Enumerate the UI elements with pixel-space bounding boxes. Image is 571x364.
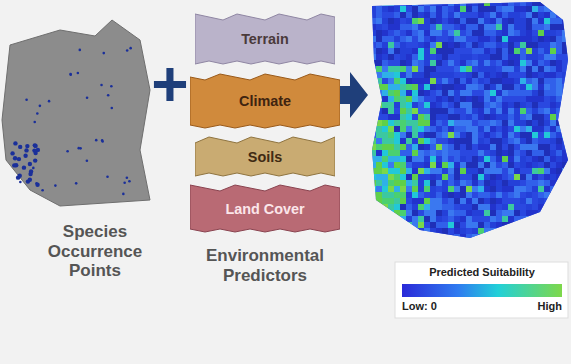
occurrence-dot — [123, 181, 126, 184]
occurrence-dot — [101, 140, 104, 143]
occurrence-dot — [32, 167, 35, 170]
occurrence-points — [10, 47, 132, 195]
occurrence-dot — [29, 169, 33, 173]
arrow — [336, 72, 368, 118]
occurrence-dot — [95, 139, 98, 142]
occurrence-dot — [54, 184, 57, 187]
occurrence-dot — [33, 158, 37, 162]
occurrence-dot — [75, 182, 78, 185]
occurrence-dot — [106, 175, 109, 178]
occurrence-dot — [22, 165, 26, 169]
occurrence-dot — [33, 144, 37, 148]
predictor-layer: Terrain — [195, 10, 335, 68]
occurrence-dot — [48, 100, 51, 103]
predictor-layer: Soils — [195, 133, 335, 180]
layer-name: Terrain — [195, 10, 335, 68]
occurrence-dot — [13, 141, 17, 145]
suitability-map — [370, 0, 571, 246]
occurrence-dot — [86, 96, 89, 99]
occurrence-dot — [25, 99, 28, 102]
occurrence-dot — [102, 52, 105, 55]
occurrence-dot — [86, 159, 89, 162]
layer-name: Soils — [195, 133, 335, 180]
occurrence-dot — [28, 162, 32, 166]
occurrence-dot — [25, 144, 29, 148]
occurrence-dot — [110, 85, 113, 88]
occurrence-dot — [18, 174, 22, 178]
occurrence-dot — [100, 84, 103, 87]
predictor-layer: Land Cover — [190, 181, 340, 236]
occurrence-dot — [18, 145, 22, 149]
occurrence-dot — [10, 151, 14, 155]
occurrence-dot — [128, 180, 131, 183]
plus-sign: + — [148, 52, 192, 116]
legend-color-bar — [402, 284, 562, 297]
occurrence-dot — [110, 107, 113, 110]
occurrence-dot — [36, 112, 39, 115]
occurrence-dot — [66, 150, 69, 153]
panel-caption: Environmental Predictors — [188, 246, 342, 285]
occurrence-dot — [41, 189, 44, 192]
layer-name: Land Cover — [190, 181, 340, 236]
occurrence-dot — [107, 94, 110, 97]
occurrence-dot — [77, 72, 80, 75]
occurrence-map — [2, 20, 150, 206]
occurrence-dot — [28, 177, 32, 181]
occurrence-dot — [39, 105, 42, 108]
occurrence-dot — [78, 49, 81, 52]
occurrence-dot — [19, 181, 22, 184]
layer-name: Climate — [190, 70, 340, 132]
occurrence-dot — [69, 73, 72, 76]
suitability-map-base — [372, 2, 568, 238]
occurrence-dot — [129, 47, 132, 50]
occurrence-dot — [126, 176, 129, 179]
occurrence-dot — [69, 73, 72, 76]
occurrence-dot — [122, 193, 125, 196]
occurrence-dot — [12, 163, 16, 167]
occurrence-dot — [32, 148, 36, 152]
legend-low: Low: 0 — [402, 300, 472, 313]
occurrence-dot — [17, 157, 21, 161]
occurrence-dot — [77, 147, 80, 150]
occurrence-dot — [126, 49, 129, 52]
predictor-layer: Climate — [190, 70, 340, 132]
legend-panel — [395, 262, 568, 318]
occurrence-dot — [13, 156, 17, 160]
occurrence-dot — [23, 154, 27, 158]
legend-title: Predicted Suitability — [400, 266, 564, 279]
occurrence-dot — [33, 143, 37, 147]
occurrence-dot — [35, 183, 39, 187]
legend-high: High — [500, 300, 562, 313]
occurrence-dot — [24, 148, 28, 152]
occurrence-dot — [33, 121, 36, 124]
panel-caption: Species Occurrence Points — [22, 222, 168, 281]
